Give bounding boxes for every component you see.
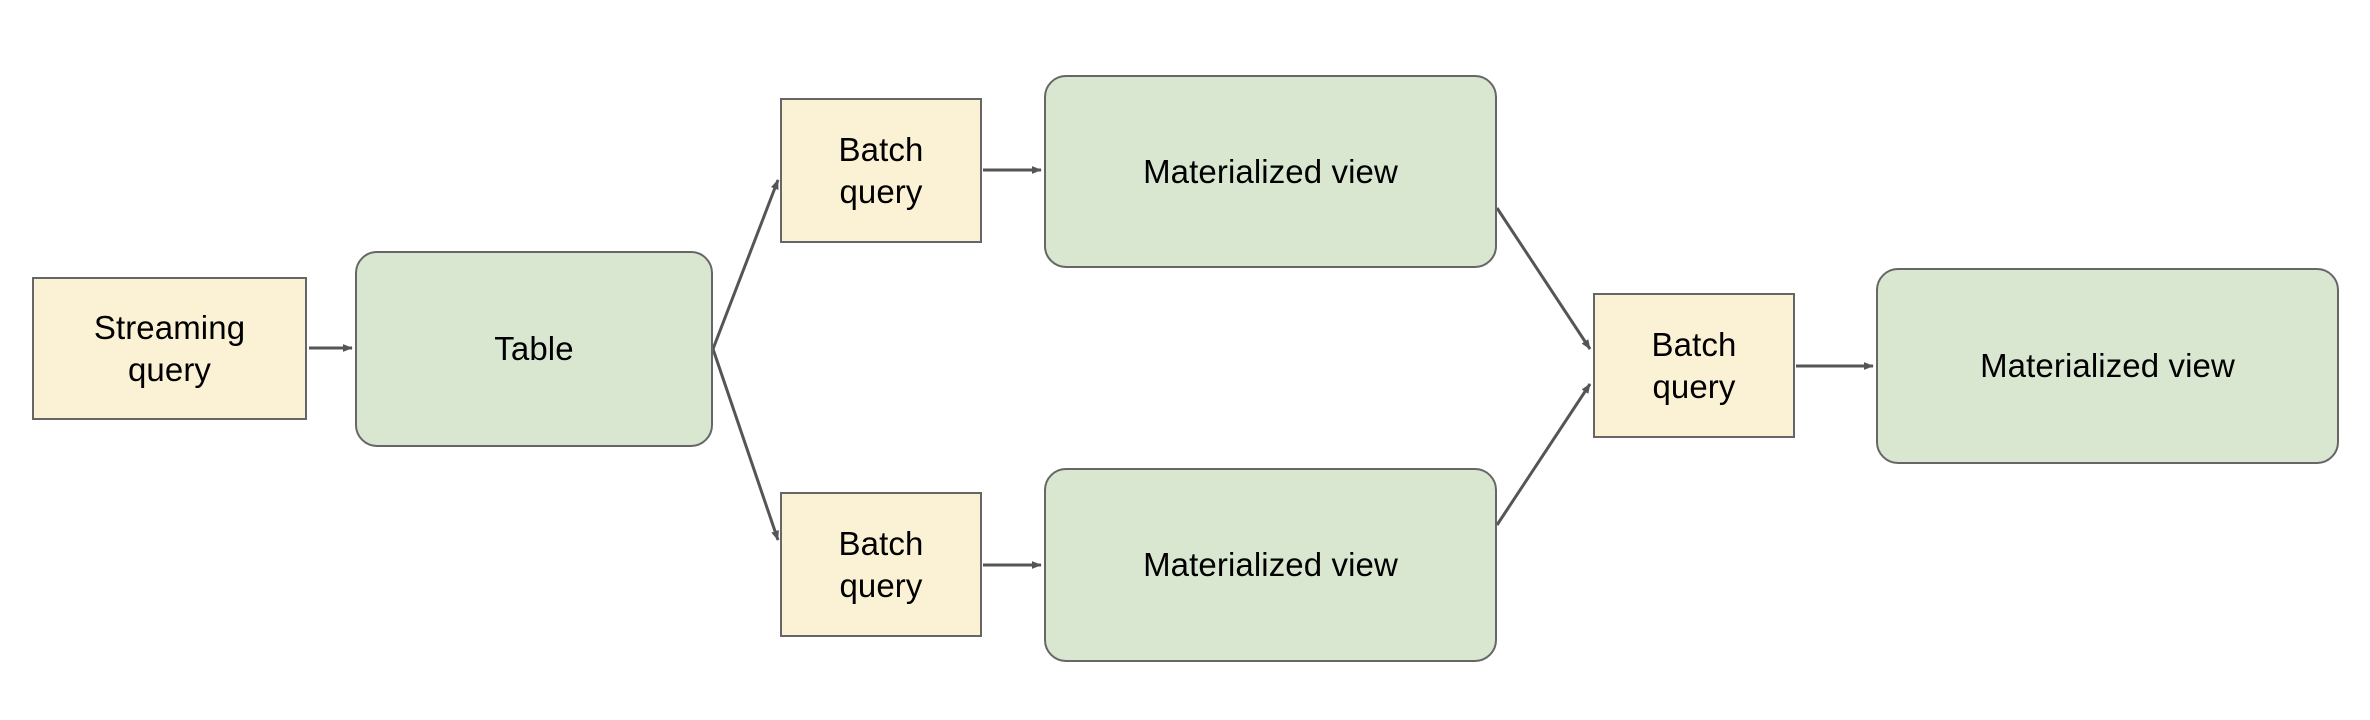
edge-table-to-batch-top [711, 179, 780, 350]
edge-mv-top-to-batch-merge [1495, 207, 1592, 350]
node-batch-query-bottom[interactable]: Batch query [780, 492, 982, 637]
edge-mv-bottom-to-batch-merge [1495, 383, 1592, 526]
edge-table-to-batch-bottom [711, 348, 780, 541]
node-materialized-view-final[interactable]: Materialized view [1876, 268, 2339, 464]
node-batch-query-merge[interactable]: Batch query [1593, 293, 1795, 438]
node-streaming-query[interactable]: Streaming query [32, 277, 307, 420]
node-table[interactable]: Table [355, 251, 713, 447]
node-batch-query-top[interactable]: Batch query [780, 98, 982, 243]
node-materialized-view-bottom[interactable]: Materialized view [1044, 468, 1497, 662]
node-materialized-view-top[interactable]: Materialized view [1044, 75, 1497, 268]
